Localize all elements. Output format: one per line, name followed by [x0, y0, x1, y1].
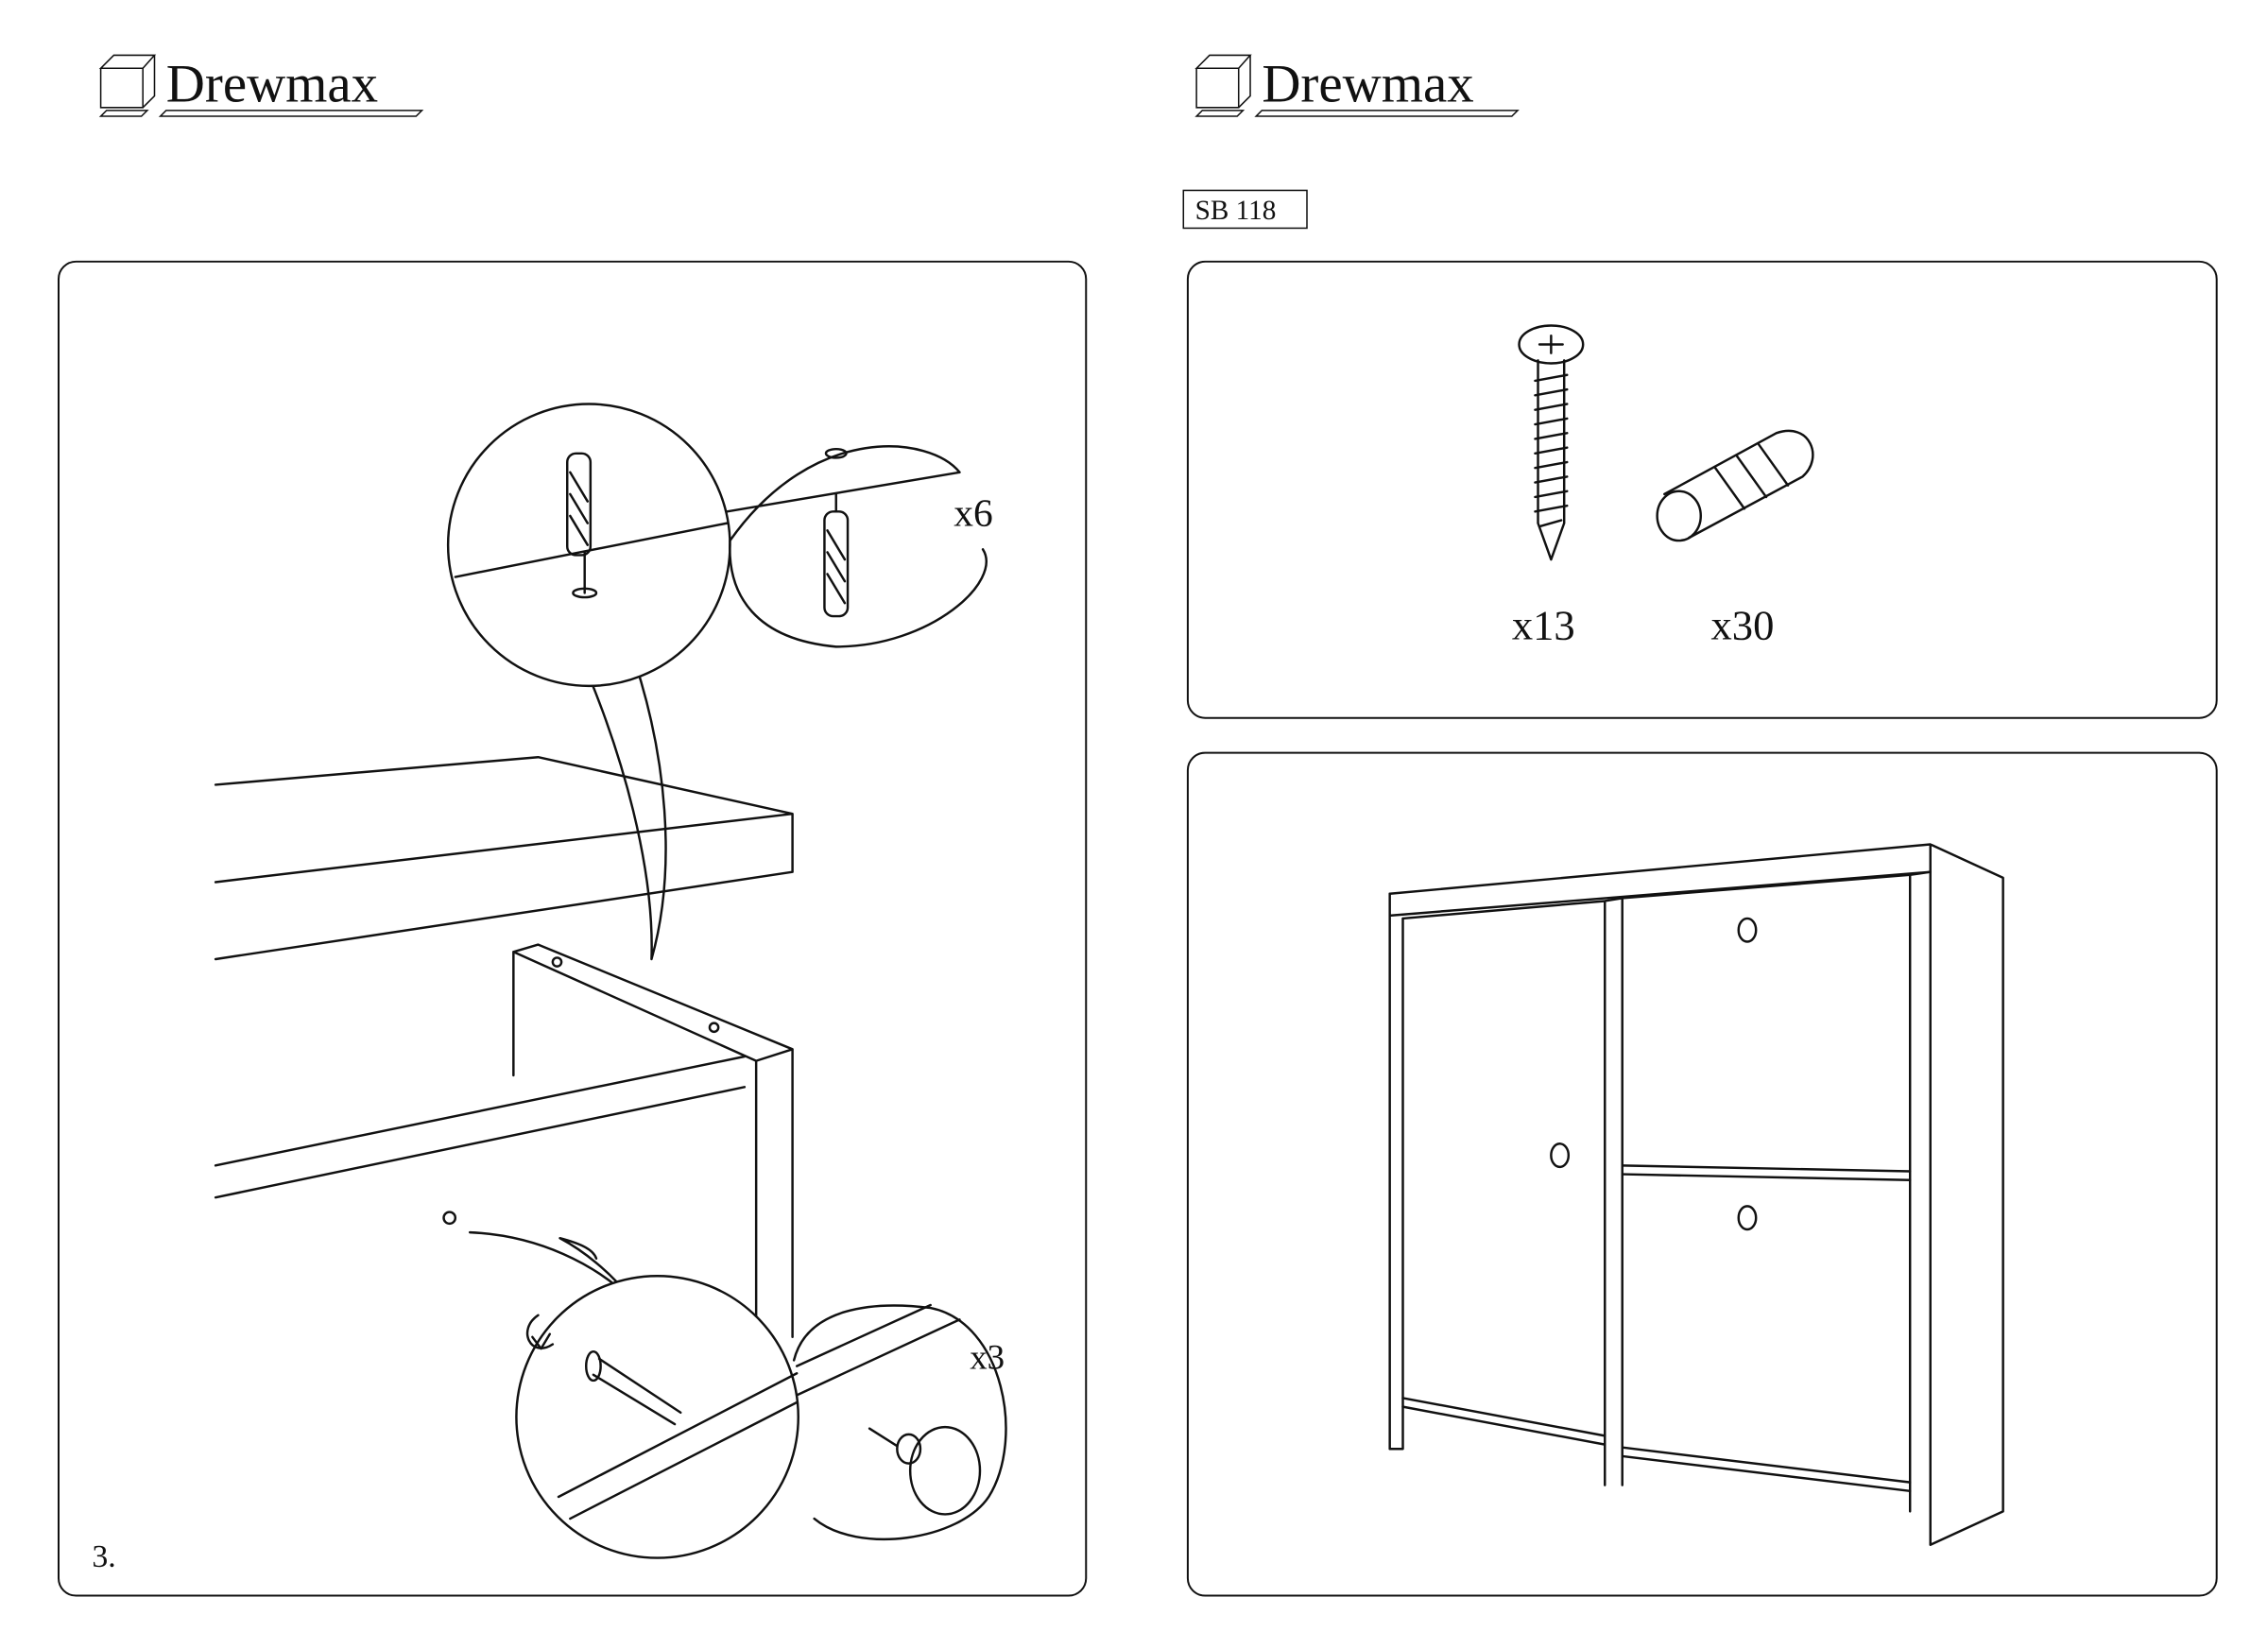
knob-icon [1550, 917, 1758, 1231]
cabinet-illustration [1388, 843, 2004, 1546]
product-panel [1186, 751, 2218, 1597]
screw-icon [585, 1349, 682, 1426]
step-number: 3. [92, 1539, 115, 1574]
parts-panel [1186, 260, 2218, 719]
dowel-count-label: x30 [1711, 602, 1775, 649]
assembly-illustration: x6 x3 [214, 403, 1007, 1559]
brand-name: Drewmax [166, 55, 378, 114]
logo-left: Drewmax [98, 54, 424, 117]
logo-icon [1194, 54, 1520, 117]
logo-icon [98, 54, 424, 117]
step-panel [57, 260, 1088, 1597]
rotate-arrow-icon [526, 1314, 555, 1350]
knob-icon [868, 1425, 982, 1516]
dowel-icon [1656, 429, 1814, 542]
screw-count-label: x13 [1512, 602, 1575, 649]
screw-icon [1518, 324, 1585, 561]
model-code-badge: SB 118 [1182, 189, 1308, 230]
dowel-icon [566, 452, 598, 599]
dowel-count-label: x6 [954, 491, 993, 535]
dowel-icon [823, 447, 850, 618]
model-code: SB 118 [1195, 196, 1277, 226]
brand-name: Drewmax [1262, 55, 1473, 114]
knob-count-label: x3 [970, 1338, 1005, 1377]
logo-right: Drewmax [1194, 54, 1520, 117]
